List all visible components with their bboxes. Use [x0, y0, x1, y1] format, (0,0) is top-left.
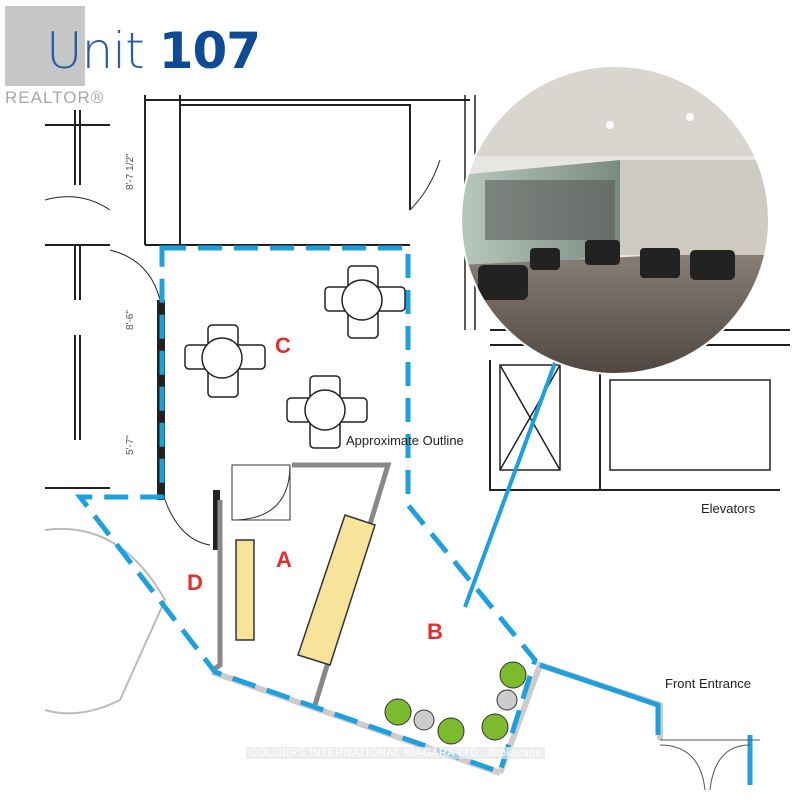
lobby-photo [461, 66, 769, 374]
zone-label-a: A [276, 547, 292, 572]
planters [384, 661, 527, 745]
unit-number: 107 [158, 22, 261, 80]
title-prefix: Unit [46, 22, 159, 80]
wall-segment [213, 490, 220, 550]
page-title: Unit 107 [46, 22, 261, 80]
photo-border [460, 65, 770, 375]
zone-label-d: D [187, 570, 203, 595]
zone-label-b: B [427, 619, 443, 644]
table-with-chairs [184, 265, 406, 449]
entrance-doors [659, 739, 760, 791]
door-swing [231, 464, 291, 521]
dimension-label: 5'-7" [125, 435, 136, 455]
outline-label: Approximate Outline [346, 433, 464, 448]
bench [235, 539, 255, 641]
front-entrance-label: Front Entrance [665, 676, 751, 691]
approximate-outline [74, 245, 538, 776]
zone-label-c: C [275, 333, 291, 358]
dimension-label: 8'-6" [125, 310, 136, 330]
elevators-label: Elevators [701, 501, 756, 516]
dimension-label: 8'-7 1/2" [125, 153, 136, 190]
watermark: COLLIERS INTERNATIONAL NIAGARA LTD., Bro… [246, 747, 545, 759]
front-entrance-wall [539, 662, 753, 785]
realtor-logo-text: REALTOR® [5, 88, 105, 107]
photo-pointer-line [463, 359, 558, 608]
counter [297, 514, 376, 666]
partition-wall [211, 500, 223, 673]
realtor-logo [5, 6, 85, 86]
